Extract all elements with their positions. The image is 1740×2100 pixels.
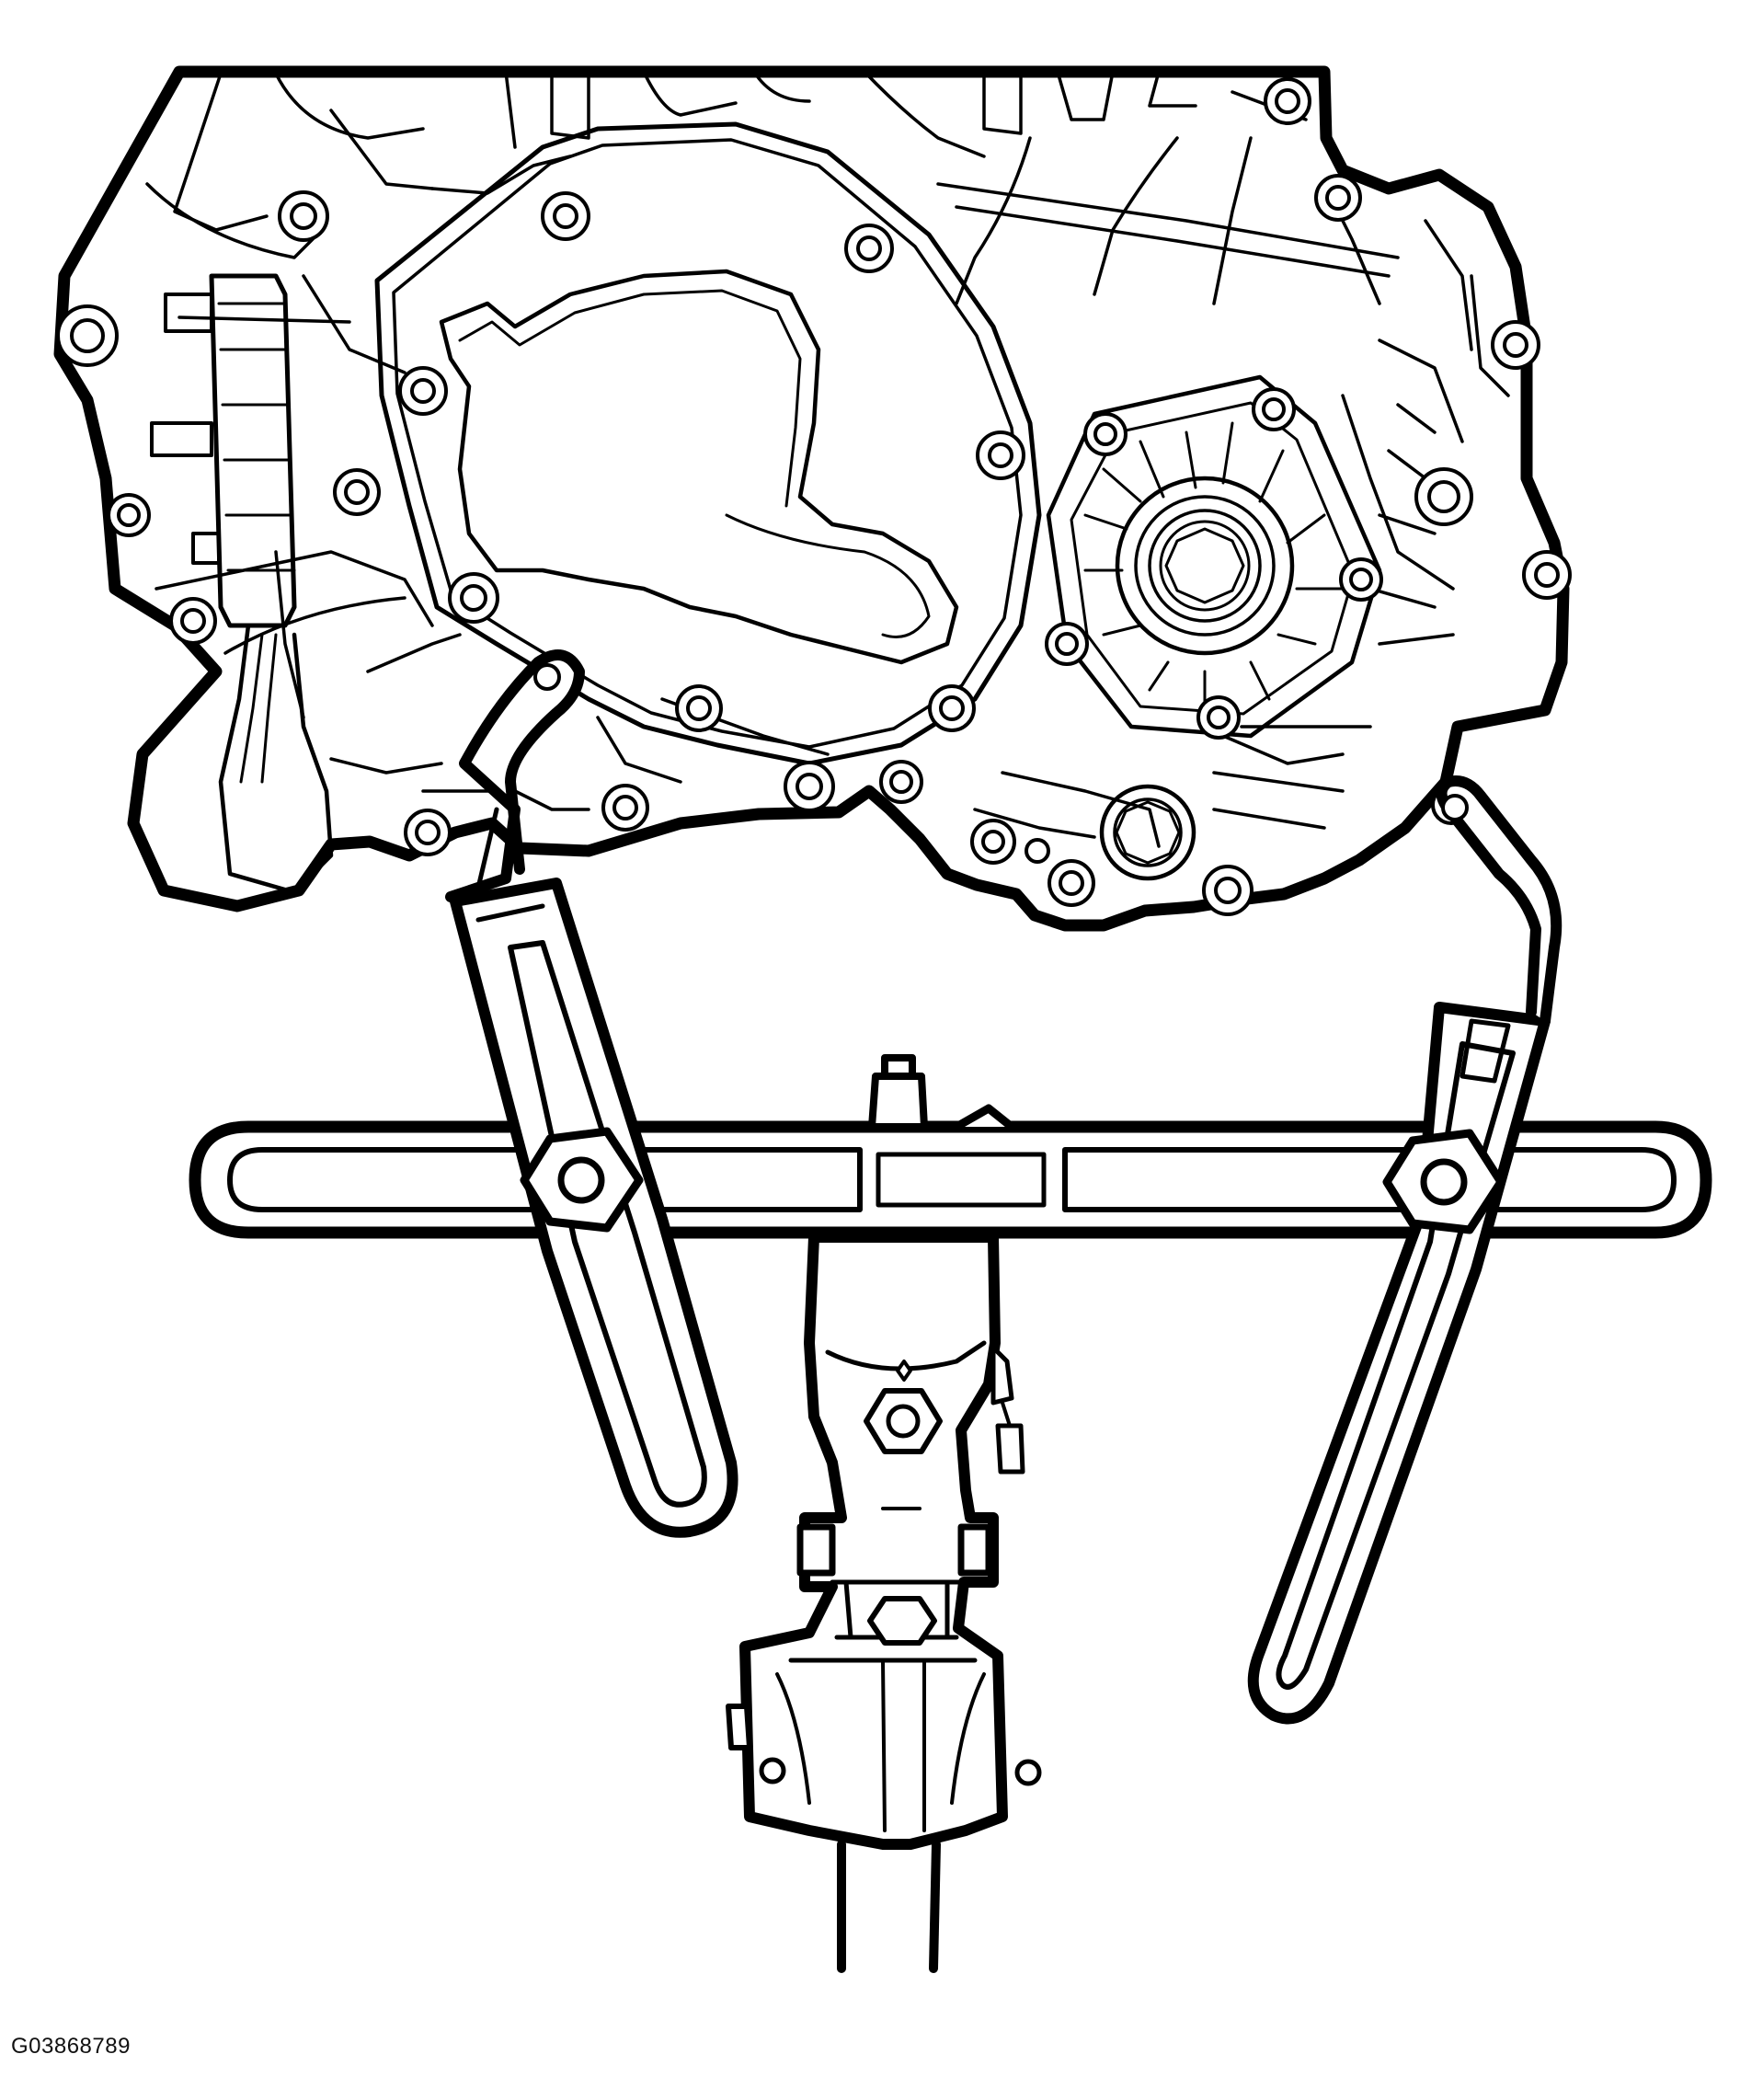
bolt-icon	[1339, 557, 1383, 602]
bolt-icon	[333, 468, 381, 516]
bolt-icon	[1314, 174, 1362, 222]
bolt-icon	[541, 191, 590, 241]
transaxle-housing	[53, 65, 1572, 932]
jack-head	[726, 1232, 1042, 1973]
bolt-icon	[448, 572, 499, 624]
bolt-icon	[278, 190, 329, 242]
bolt-icon	[1522, 550, 1572, 600]
bolt-icon	[879, 760, 923, 804]
bolt-icon	[398, 366, 448, 416]
bolt-icon	[1414, 467, 1473, 526]
bolt-icon	[976, 430, 1025, 480]
bolt-icon	[928, 684, 976, 732]
center-recess-inner	[458, 289, 802, 508]
left-clamp-nut-icon	[520, 1127, 644, 1233]
bolt-icon	[970, 819, 1016, 865]
pivot-bolt-icon	[796, 1523, 992, 1577]
bolt-icon	[784, 761, 835, 812]
left-support-arm	[445, 649, 738, 1538]
bolt-icon	[1083, 412, 1128, 456]
left-bracket	[150, 273, 334, 895]
bolt-icon	[404, 809, 452, 856]
bolt-icon	[1045, 622, 1089, 666]
right-clamp-nut-icon	[1382, 1129, 1505, 1234]
housing-outline	[53, 65, 1570, 932]
tilt-lock-nut-icon	[864, 1360, 943, 1454]
center-cover-outer	[374, 121, 1042, 766]
bolt-icon	[1202, 865, 1253, 916]
bolt-icon	[601, 784, 649, 832]
arm-pivot-bolt-icon	[1441, 794, 1469, 821]
bolt-icon	[844, 224, 894, 273]
bolt-icon	[1025, 838, 1050, 864]
saddle-pin-icon	[726, 1704, 1042, 1786]
bolt-icon	[1196, 695, 1241, 740]
jack-fixture	[189, 649, 1712, 1973]
bolt-icon	[1264, 77, 1311, 125]
crossbar-adjust-bolt	[868, 1054, 928, 1130]
lower-bore	[1099, 784, 1196, 881]
figure-code: G03868789	[11, 2034, 131, 2059]
bolt-icon	[1252, 387, 1296, 431]
right-support-arm	[1247, 775, 1563, 1725]
housing-bolts	[56, 77, 1572, 916]
center-recess	[439, 269, 959, 665]
bolt-icon	[169, 597, 217, 645]
bolt-icon	[1491, 320, 1540, 370]
housing-detail-lines	[145, 70, 1510, 848]
bolt-icon	[675, 684, 723, 732]
bolt-icon	[107, 493, 151, 537]
center-nut-icon	[867, 1596, 937, 1646]
bolt-icon	[1047, 859, 1095, 907]
bolt-icon	[56, 304, 119, 367]
arm-pivot-bolt-icon	[533, 663, 561, 691]
lock-pin-icon	[990, 1345, 1025, 1475]
